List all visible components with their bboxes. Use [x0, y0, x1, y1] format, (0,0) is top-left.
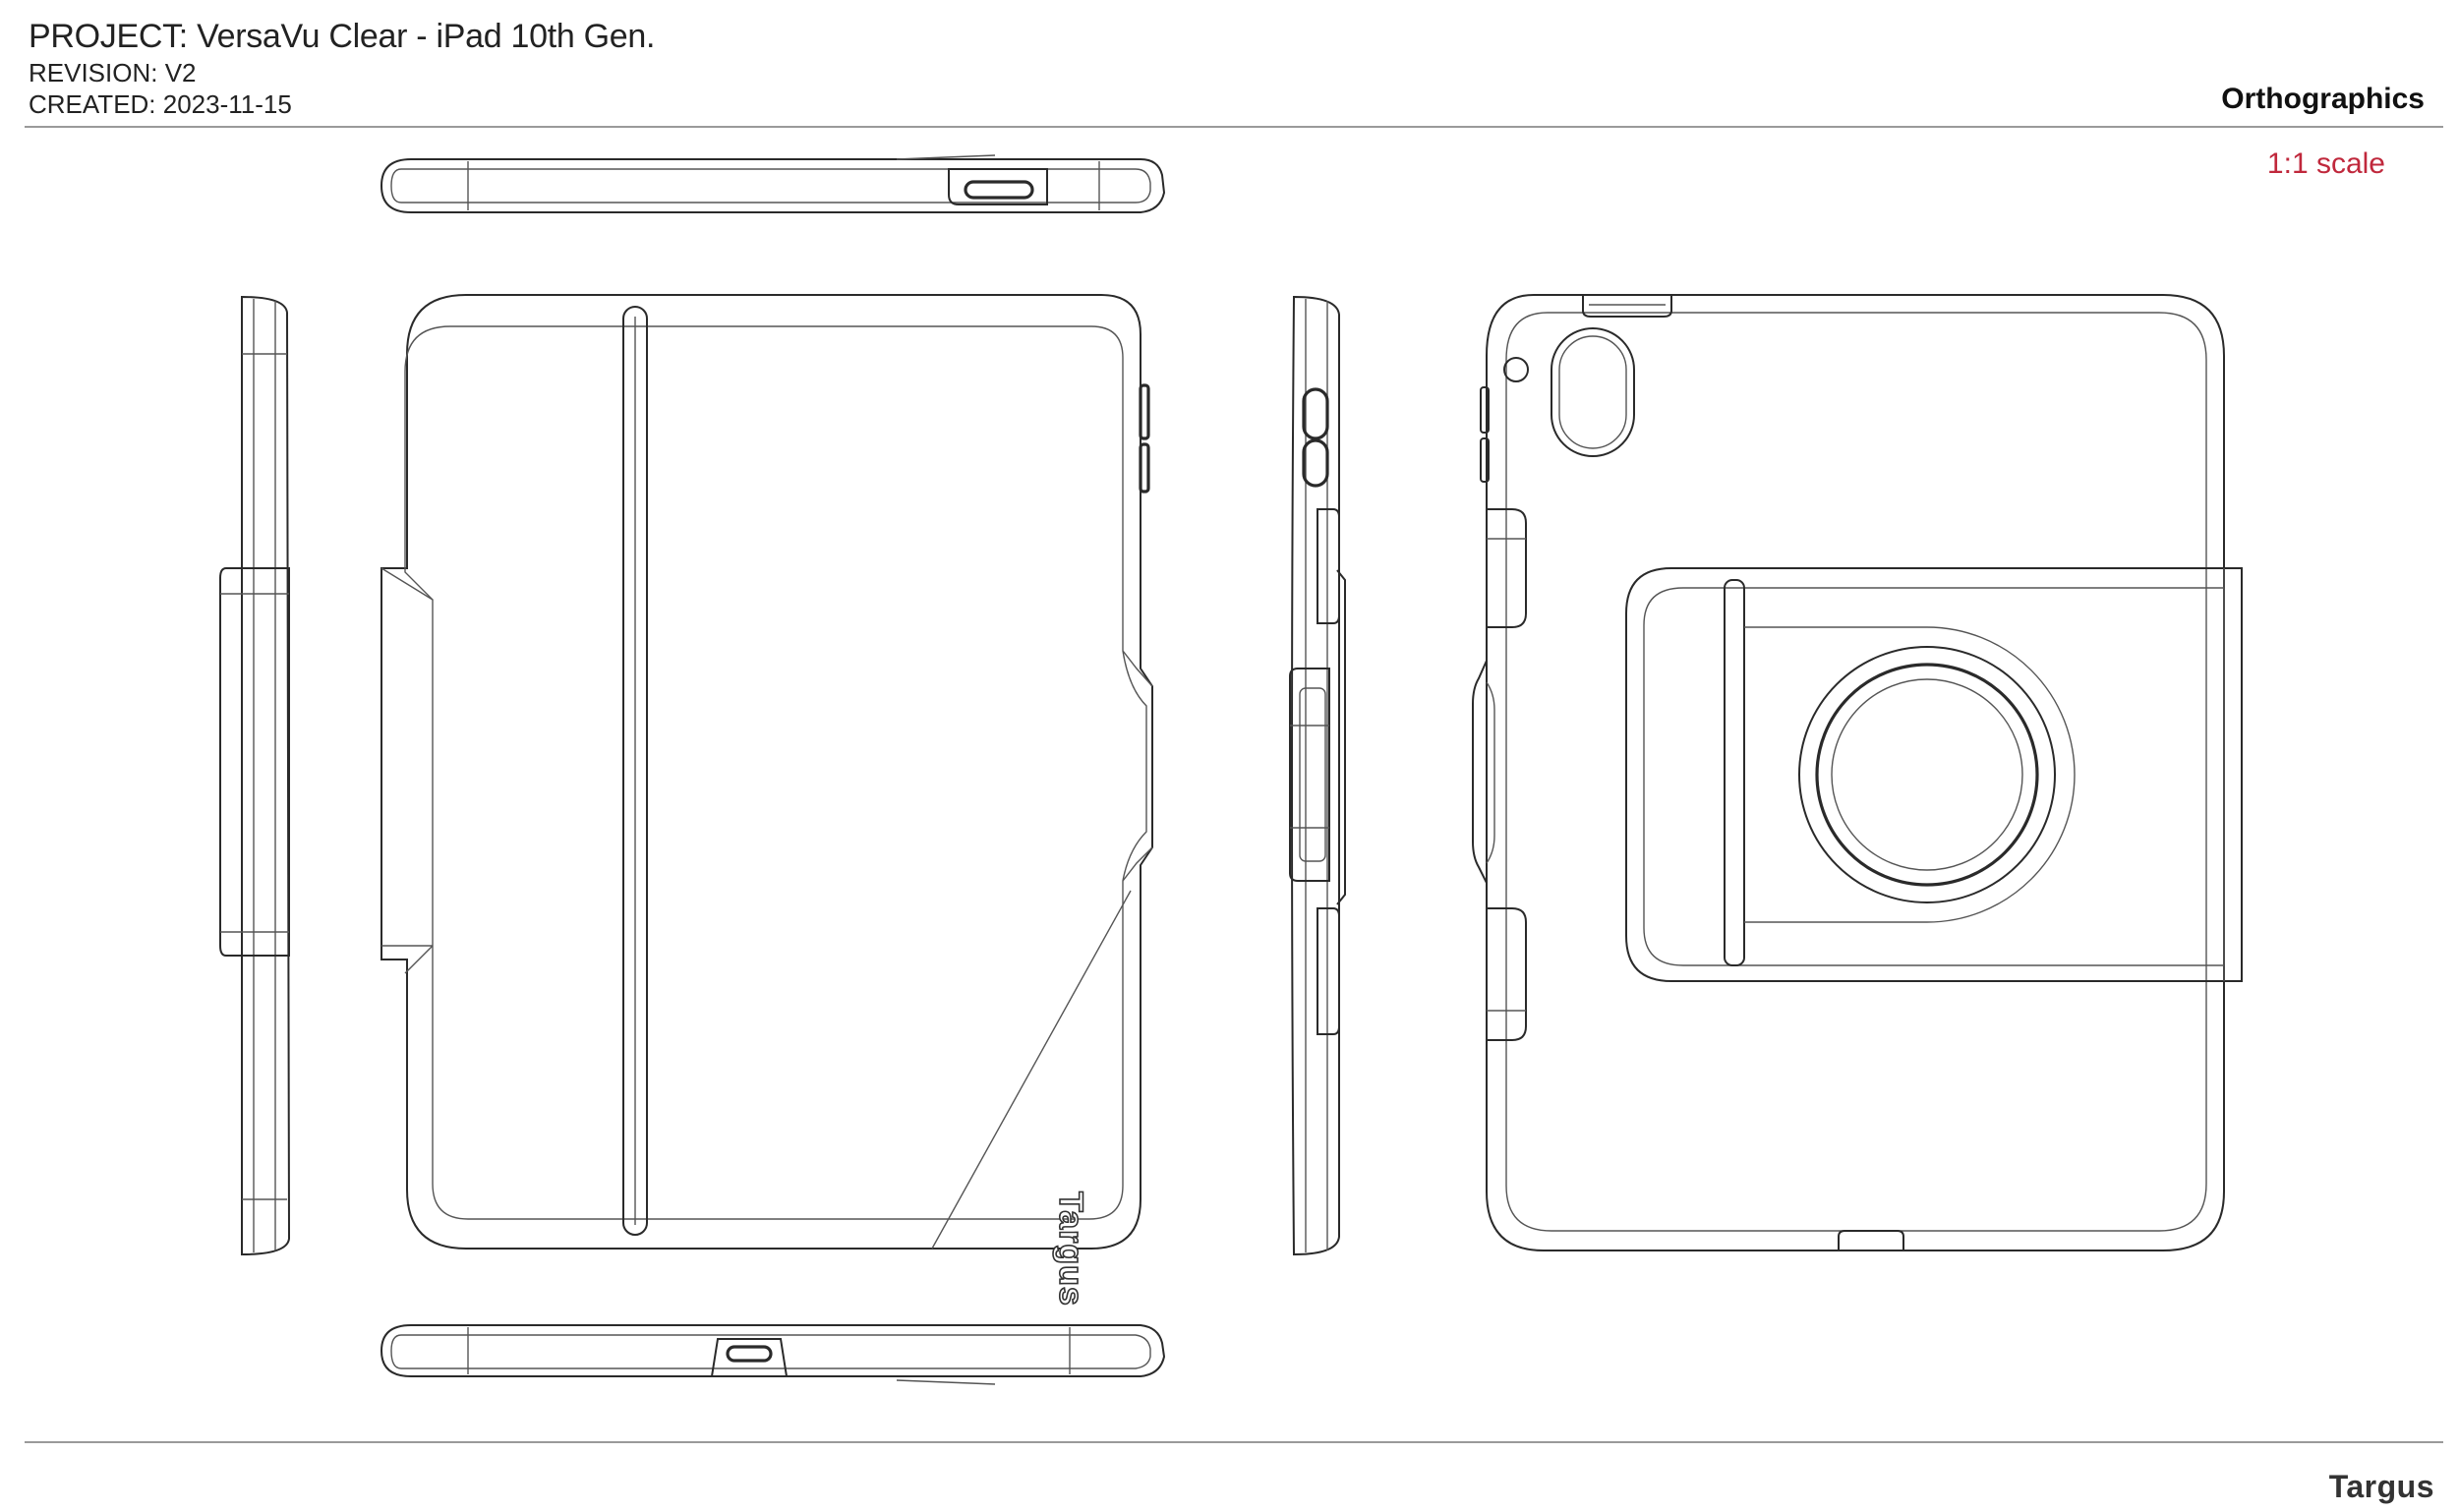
back-view — [1472, 294, 2243, 1251]
sheet-title: Orthographics — [2221, 83, 2425, 115]
front-view: Targus — [380, 294, 1153, 1308]
left-side-view — [219, 295, 291, 1256]
scale-label: 1:1 scale — [2266, 147, 2385, 180]
created-date: CREATED: 2023-11-15 — [29, 89, 292, 119]
footer-brand-logo: Targus — [2328, 1469, 2434, 1504]
top-view — [380, 154, 1166, 213]
header-divider — [25, 126, 2443, 128]
footer-divider — [25, 1441, 2443, 1443]
case-logo-text: Targus — [1052, 1192, 1089, 1307]
right-side-view — [1289, 295, 1346, 1256]
bottom-view — [380, 1324, 1166, 1385]
project-title: PROJECT: VersaVu Clear - iPad 10th Gen. — [29, 18, 656, 55]
revision-label: REVISION: V2 — [29, 58, 197, 87]
